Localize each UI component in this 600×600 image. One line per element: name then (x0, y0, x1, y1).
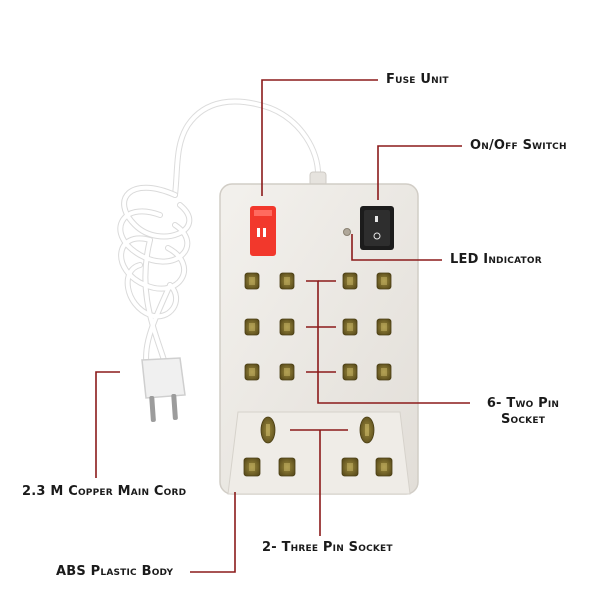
rocker-switch-icon (360, 206, 394, 250)
two-pin-socket (244, 363, 295, 381)
three-pin-socket (341, 416, 393, 477)
leader-lines (95, 79, 470, 573)
label-on-off-switch: On/Off Switch (470, 138, 567, 153)
label-two-pin-line1: 6- Two Pin (486, 396, 560, 411)
label-three-pin: 2- Three Pin Socket (262, 540, 393, 555)
leader-cord (95, 371, 120, 478)
led-icon (343, 228, 351, 236)
two-pin-socket (342, 318, 392, 336)
fuse-icon (250, 206, 276, 256)
three-pin-socket (243, 416, 296, 477)
two-pin-socket (244, 318, 295, 336)
label-abs-body: ABS Plastic Body (56, 564, 174, 579)
leader-switch (377, 145, 462, 200)
two-pin-socket (342, 363, 392, 381)
two-pin-socket (244, 272, 295, 290)
plug-icon (141, 357, 186, 422)
leader-two-pin (306, 280, 470, 404)
leader-led (351, 234, 442, 261)
label-fuse-unit: Fuse Unit (386, 72, 449, 87)
leader-fuse (261, 79, 378, 196)
label-two-pin: 6- Two Pin Socket (468, 396, 578, 428)
label-main-cord: 2.3 M Copper Main Cord (22, 484, 187, 499)
two-pin-sockets (244, 272, 392, 381)
label-two-pin-line2: Socket (500, 412, 546, 427)
leader-body (190, 492, 236, 573)
three-pin-sockets (243, 416, 393, 477)
two-pin-socket (342, 272, 392, 290)
label-led-indicator: LED Indicator (450, 252, 542, 267)
